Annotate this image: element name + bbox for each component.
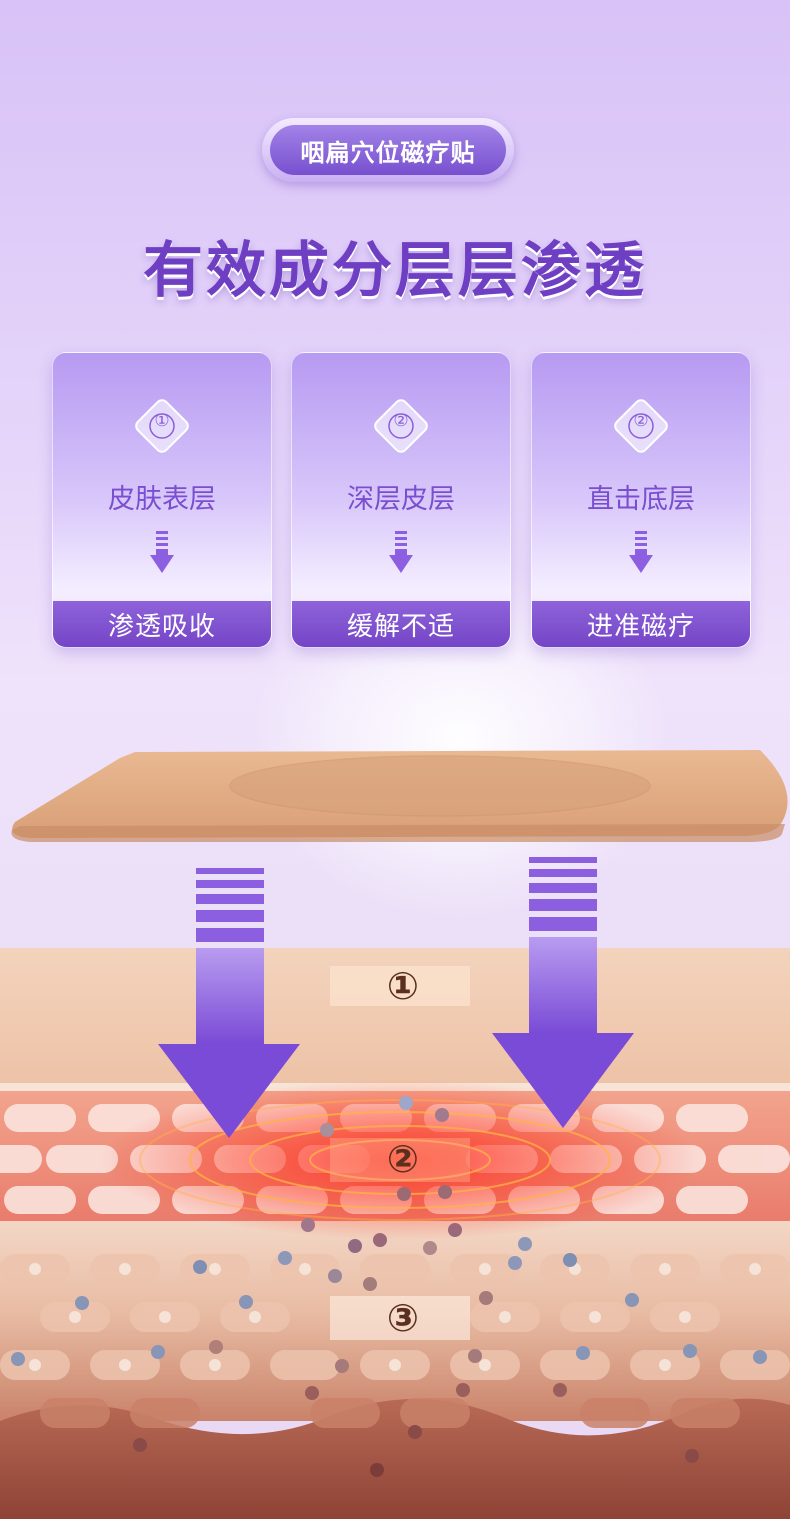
penetration-arrow-right [492, 857, 634, 1128]
particles [11, 1096, 767, 1477]
card-title: 皮肤表层 [108, 484, 216, 515]
cell-nuclei [29, 1263, 761, 1371]
card-title: 深层皮层 [347, 484, 455, 515]
product-badge: 咽扁穴位磁疗贴 [262, 118, 514, 182]
penetration-arrow-left [158, 868, 300, 1138]
layer-label-2: ② [387, 1137, 419, 1181]
skin-layer-deep [0, 1398, 790, 1519]
layer-label-3: ③ [387, 1296, 419, 1340]
heat-rings [139, 1099, 661, 1221]
product-badge-label: 咽扁穴位磁疗贴 [270, 125, 506, 175]
card-number: ② [633, 411, 649, 431]
layer-card-skin-surface: ① 皮肤表层 渗透吸收 [52, 352, 272, 648]
down-arrow-icon [629, 531, 653, 573]
card-number: ① [154, 411, 170, 431]
diamond-icon [614, 399, 668, 453]
card-footer: 进准磁疗 [532, 601, 750, 647]
card-footer: 缓解不适 [292, 601, 510, 647]
heat-glow [100, 1080, 700, 1240]
card-title: 直击底层 [587, 484, 695, 515]
skin-penetration-illustration: ① ② ③ [0, 750, 790, 1519]
layer-label-1: ① [387, 964, 419, 1008]
diamond-icon [135, 399, 189, 453]
down-arrow-icon [150, 531, 174, 573]
magnetic-patch [11, 750, 788, 842]
down-arrow-icon [389, 531, 413, 573]
card-number: ② [393, 411, 409, 431]
card-footer: 渗透吸收 [53, 601, 271, 647]
layer-card-bottom: ② 直击底层 进准磁疗 [531, 352, 751, 648]
diamond-icon [374, 399, 428, 453]
layer-card-deep-skin: ② 深层皮层 缓解不适 [291, 352, 511, 648]
page-headline: 有效成分层层渗透 [143, 236, 647, 306]
